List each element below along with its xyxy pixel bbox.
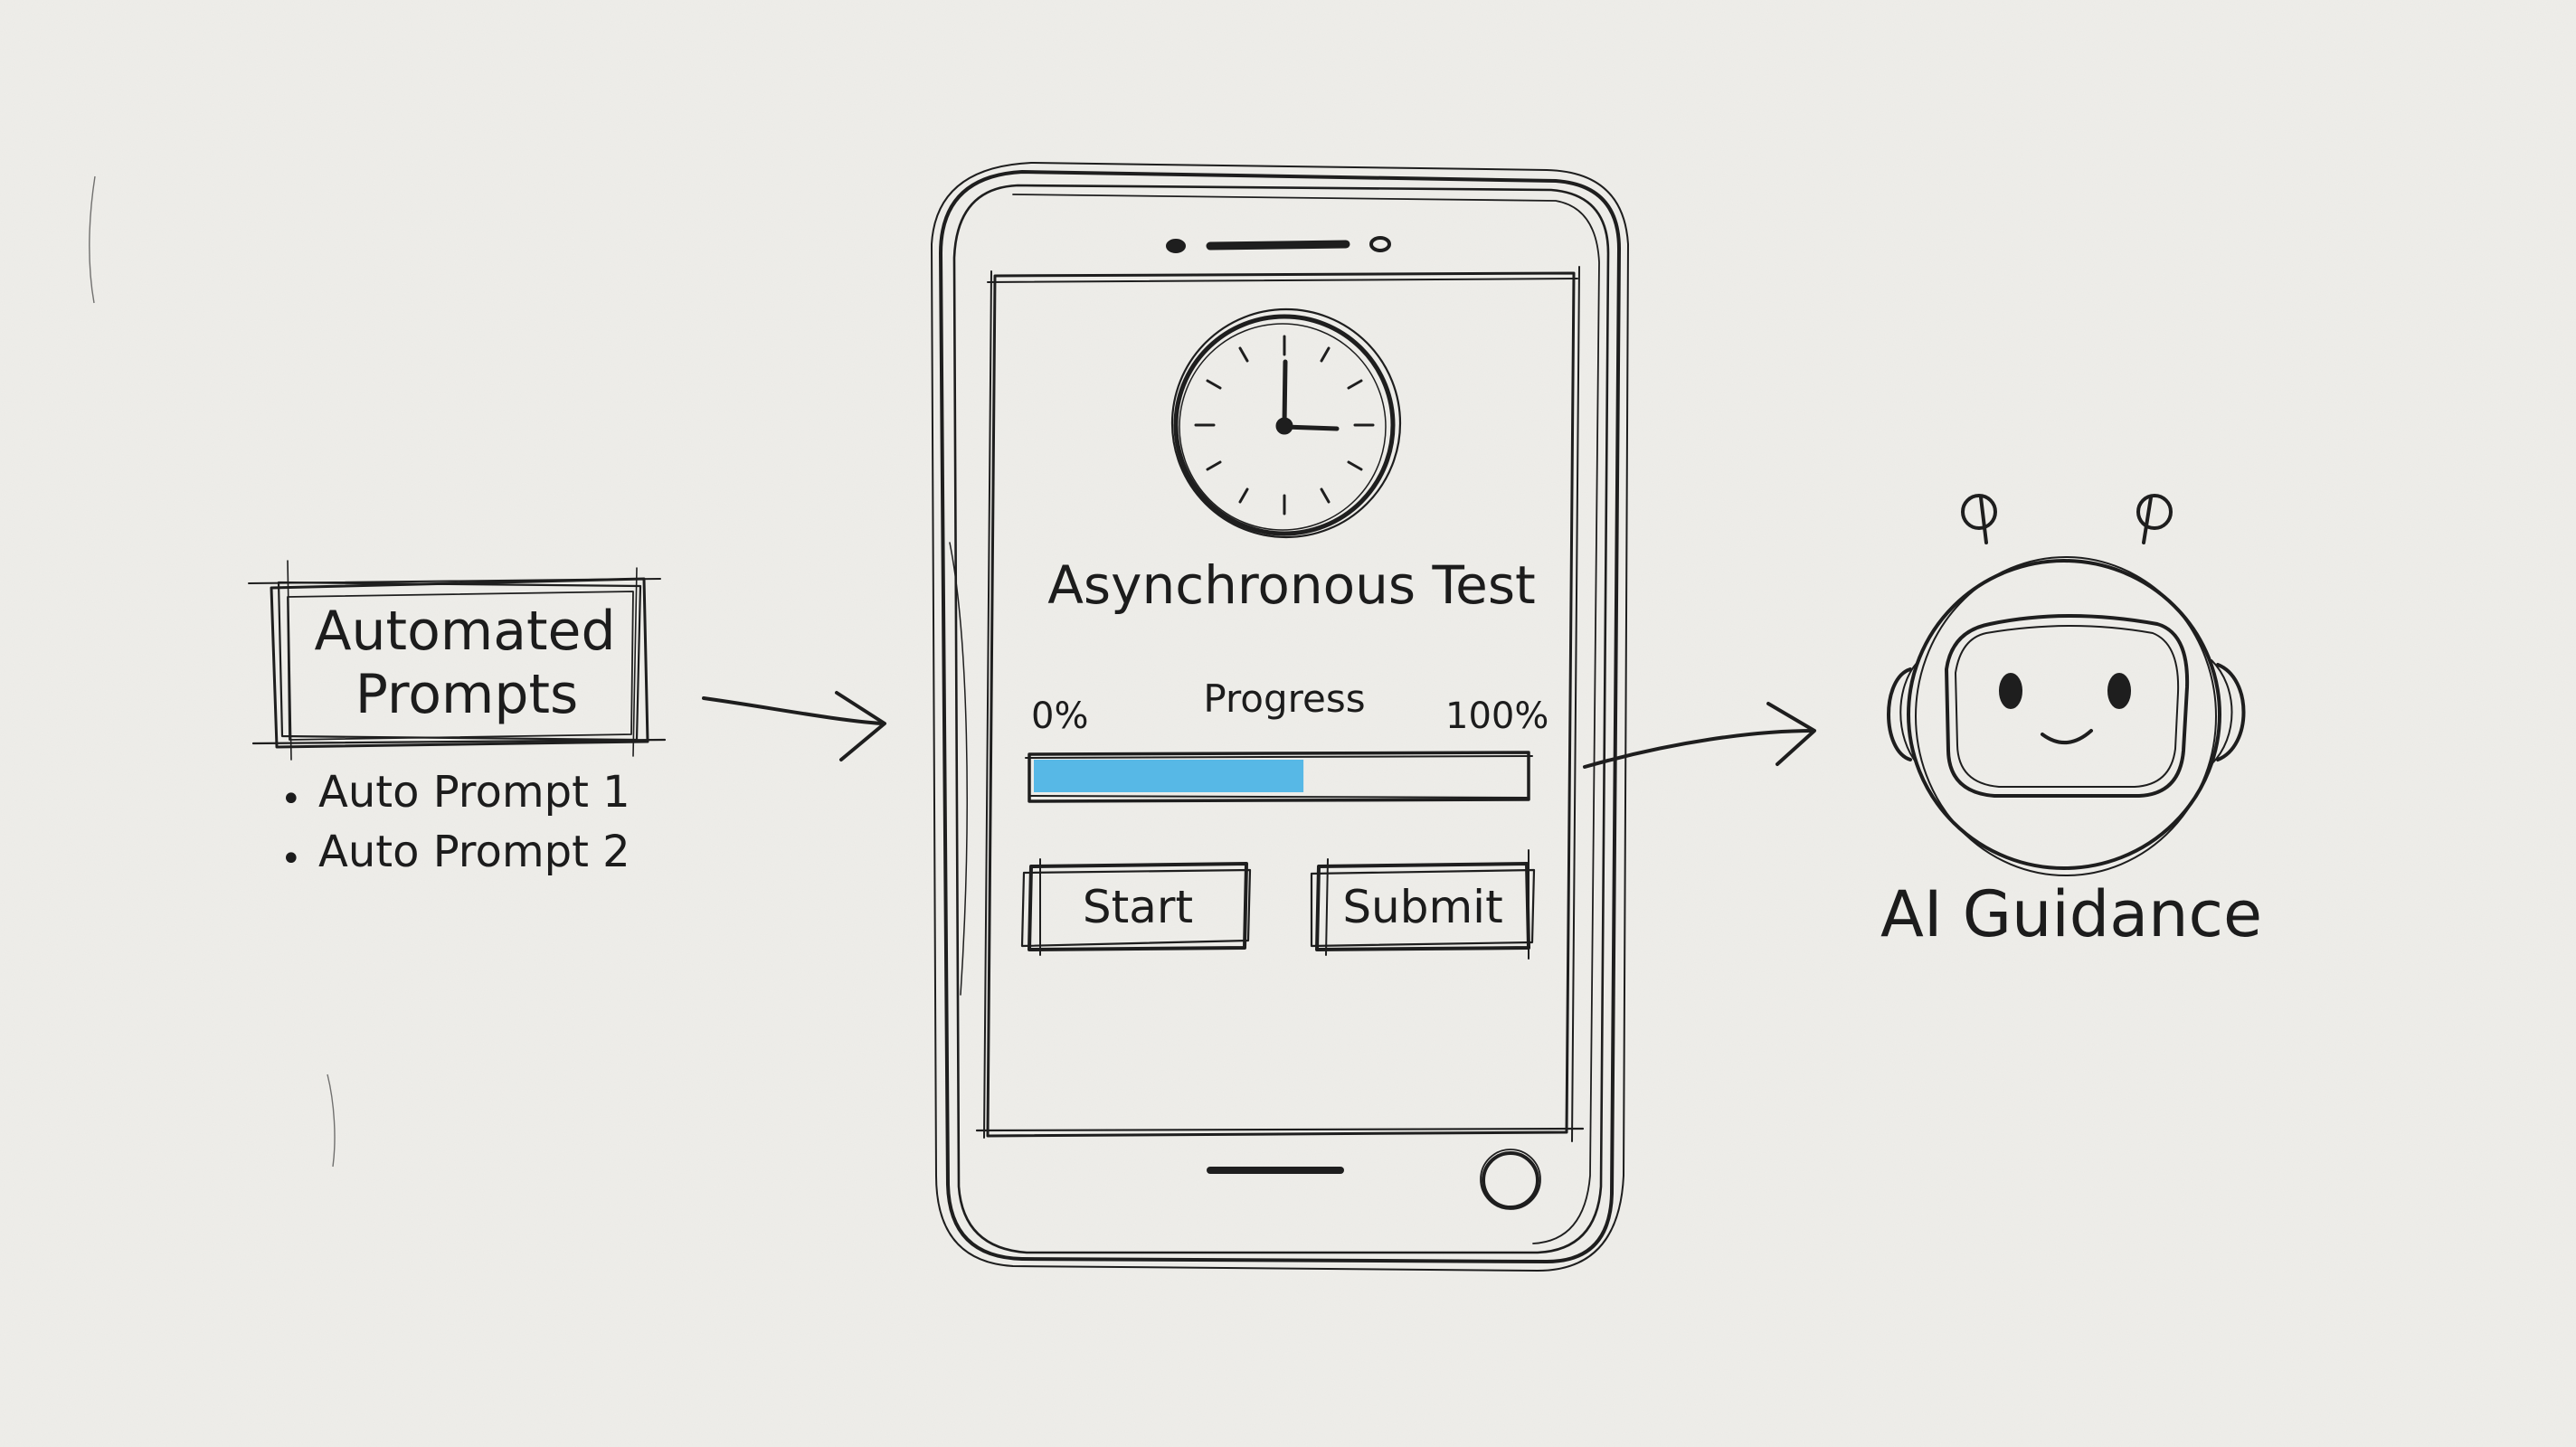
bullet: • [280, 838, 302, 880]
start-button-label: Start [1082, 881, 1194, 933]
phone-screen [975, 266, 1585, 1142]
progress-max-label: 100% [1445, 695, 1549, 737]
test-title: Asynchronous Test [1047, 554, 1536, 616]
prompts-title-line2: Prompts [355, 663, 579, 726]
automated-prompts-box [248, 560, 667, 761]
paper-marks [89, 175, 336, 1168]
phone-speaker [1166, 236, 1391, 253]
arrow-to-phone [702, 691, 886, 761]
submit-button-label: Submit [1342, 881, 1503, 933]
submit-button-frame [1310, 849, 1536, 960]
submit-button[interactable]: Submit [1315, 864, 1530, 950]
clock-icon [1170, 307, 1402, 539]
progress-fill [1034, 760, 1304, 792]
phone-home [1207, 1149, 1541, 1210]
prompt-item-label: Auto Prompt 1 [318, 767, 630, 818]
start-button-frame [1020, 858, 1252, 956]
progress-bar [1025, 751, 1533, 803]
bullet: • [280, 779, 302, 820]
robot-icon [1887, 494, 2246, 876]
ai-guidance-label: AI Guidance [1880, 877, 2263, 951]
progress-label: Progress [1203, 676, 1366, 721]
arrow-to-ai [1583, 702, 1816, 769]
prompt-item-label: Auto Prompt 2 [318, 827, 630, 877]
prompts-title-line1: Automated [314, 600, 616, 663]
phone-body [931, 162, 1629, 1272]
progress-min-label: 0% [1031, 695, 1089, 737]
start-button[interactable]: Start [1028, 864, 1248, 950]
